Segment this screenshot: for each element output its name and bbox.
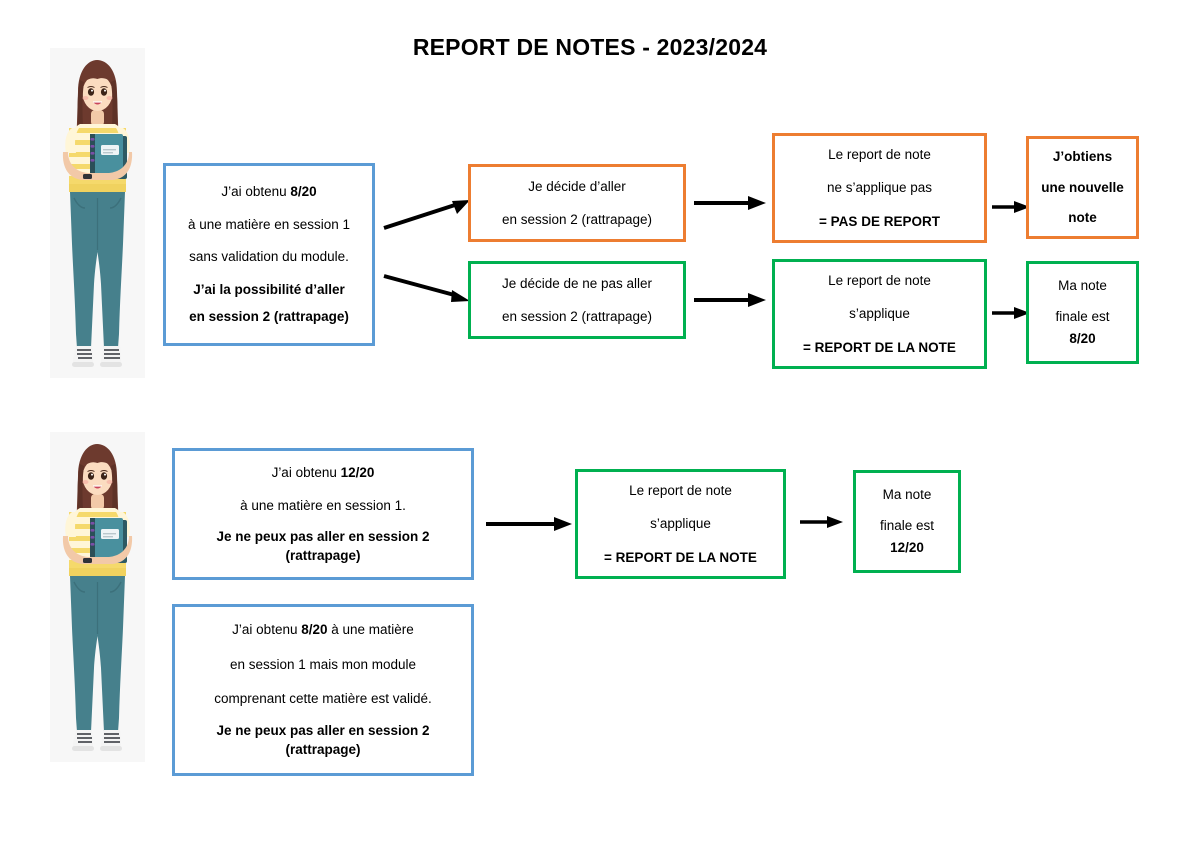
row1-start-line-5: en session 2 (rattrapage) bbox=[189, 309, 349, 325]
row1-start-box: J’ai obtenu 8/20 à une matière en sessio… bbox=[163, 163, 375, 346]
row1-choice-a-box: Je décide d’aller en session 2 (rattrapa… bbox=[468, 164, 686, 242]
row2-start-a-line-4: (rattrapage) bbox=[285, 548, 361, 563]
student-girl-illustration-bottom bbox=[50, 432, 145, 762]
row2-start-a-line-2: à une matière en session 1. bbox=[240, 498, 406, 513]
row2-start-b-line-1: J’ai obtenu 8/20 à une matière bbox=[232, 622, 414, 638]
row2-rule-box: Le report de note s’applique = REPORT DE… bbox=[575, 469, 786, 579]
row1-rule-b-line-1: Le report de note bbox=[828, 272, 931, 288]
row1-rule-a-line-3: = PAS DE REPORT bbox=[819, 213, 940, 229]
row1-choice-b-line-1: Je décide de ne pas aller bbox=[501, 275, 653, 291]
row2-start-b-line-3: comprenant cette matière est validé. bbox=[214, 691, 432, 707]
row1-rule-b-box: Le report de note s’applique = REPORT DE… bbox=[772, 259, 987, 369]
row1-rule-b-line-3: = REPORT DE LA NOTE bbox=[803, 339, 956, 355]
row1-rule-a-line-1: Le report de note bbox=[828, 146, 931, 162]
page-title: REPORT DE NOTES - 2023/2024 bbox=[412, 34, 768, 60]
row1-choice-b-line-2: en session 2 (rattrapage) bbox=[501, 309, 653, 324]
row2-result-line-3: 12/20 bbox=[890, 540, 924, 556]
row1-result-a-box: J’obtiens une nouvelle note bbox=[1026, 136, 1139, 239]
arrow-start-to-rule-row2 bbox=[486, 514, 574, 534]
row2-start-b-box: J’ai obtenu 8/20 à une matière en sessio… bbox=[172, 604, 474, 776]
row1-start-line-4: J’ai la possibilité d’aller bbox=[193, 281, 345, 297]
student-girl-illustration-top bbox=[50, 48, 145, 378]
row1-choice-b-box: Je décide de ne pas aller en session 2 (… bbox=[468, 261, 686, 339]
arrow-rule-b-to-result-b bbox=[992, 303, 1032, 323]
row2-start-a-line-3: Je ne peux pas aller en session 2 bbox=[216, 528, 430, 544]
row2-start-b-line-5: (rattrapage) bbox=[285, 742, 361, 758]
arrow-rule-a-to-result-a bbox=[992, 197, 1032, 217]
row2-result-line-2: finale est bbox=[879, 517, 935, 533]
row2-rule-line-3: = REPORT DE LA NOTE bbox=[604, 549, 757, 565]
row1-start-line-1: J’ai obtenu 8/20 bbox=[221, 184, 317, 200]
row1-result-b-line-1: Ma note bbox=[1058, 278, 1107, 294]
row2-start-a-line-1: J’ai obtenu 12/20 bbox=[271, 464, 375, 480]
row1-start-line-3: sans validation du module. bbox=[189, 249, 349, 265]
row1-result-b-line-3: 8/20 bbox=[1069, 331, 1096, 347]
row2-start-a-box: J’ai obtenu 12/20 à une matière en sessi… bbox=[172, 448, 474, 580]
row1-choice-a-line-2: en session 2 (rattrapage) bbox=[501, 212, 653, 227]
row2-result-box: Ma note finale est 12/20 bbox=[853, 470, 961, 573]
row1-result-a-line-2: une nouvelle bbox=[1041, 179, 1124, 195]
row2-rule-line-1: Le report de note bbox=[629, 482, 732, 498]
row1-result-b-box: Ma note finale est 8/20 bbox=[1026, 261, 1139, 364]
arrow-choice-a-to-rule-a bbox=[694, 193, 768, 213]
arrow-start-to-choice-b bbox=[382, 268, 474, 310]
row1-choice-a-line-1: Je décide d’aller bbox=[528, 178, 626, 194]
row1-rule-a-box: Le report de note ne s’applique pas = PA… bbox=[772, 133, 987, 243]
row2-rule-line-2: s’applique bbox=[650, 516, 711, 532]
row1-start-line-2: à une matière en session 1 bbox=[187, 216, 351, 232]
arrow-rule-to-result-row2 bbox=[800, 512, 845, 532]
arrow-start-to-choice-a bbox=[382, 192, 474, 234]
row2-result-line-1: Ma note bbox=[882, 487, 932, 503]
row1-result-a-line-1: J’obtiens bbox=[1052, 149, 1113, 165]
row1-rule-b-line-2: s’applique bbox=[849, 306, 910, 322]
row1-result-b-line-2: finale est bbox=[1055, 308, 1110, 324]
row1-result-a-line-3: note bbox=[1068, 210, 1097, 226]
row1-rule-a-line-2: ne s’applique pas bbox=[826, 180, 933, 196]
row2-start-b-line-2: en session 1 mais mon module bbox=[229, 656, 417, 672]
arrow-choice-b-to-rule-b bbox=[694, 290, 768, 310]
row2-start-b-line-4: Je ne peux pas aller en session 2 bbox=[216, 722, 430, 738]
